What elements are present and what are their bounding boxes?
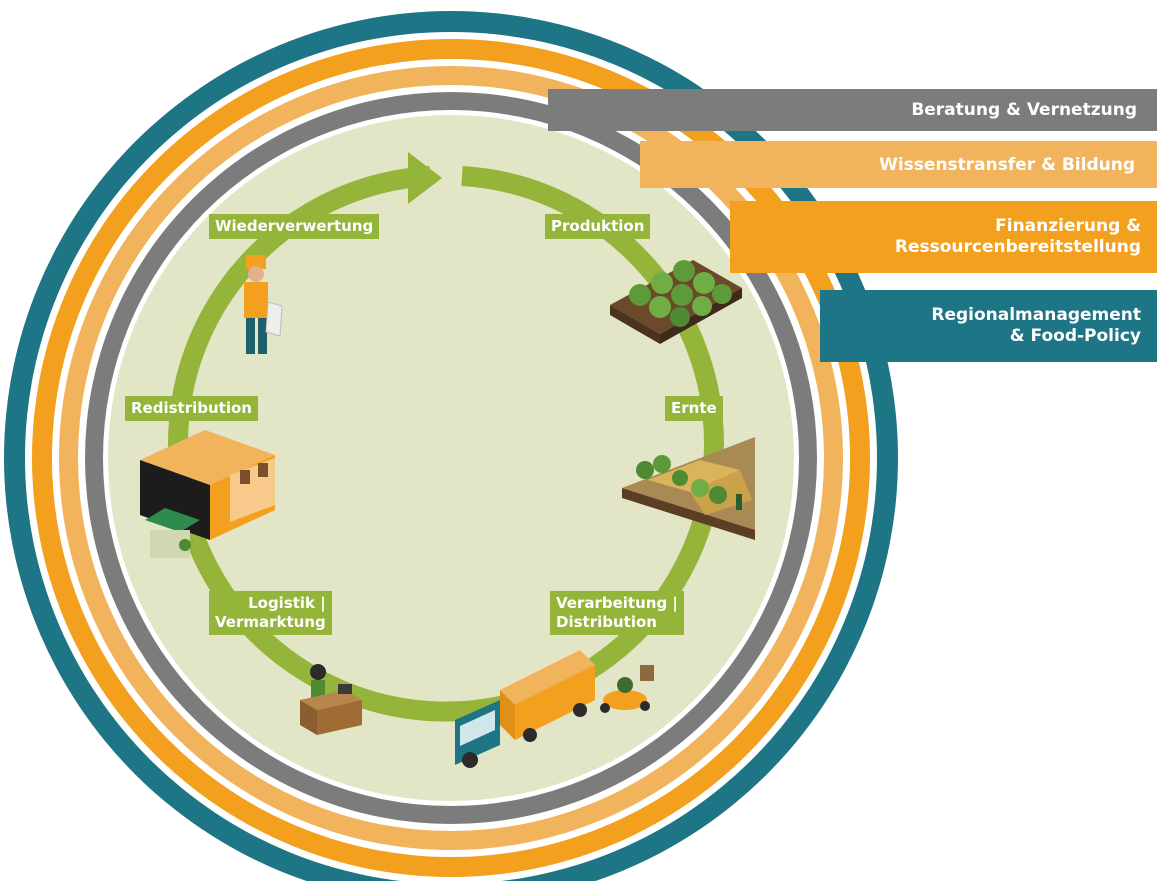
stage-label-line: Verarbeitung | [556,594,678,612]
truck-and-scooter-icon [455,650,654,768]
band-label-line: Regionalmanagement [931,305,1141,325]
cycle-arrowhead [408,152,442,204]
band-finanzierung: Finanzierung & Ressourcenbereitstellung [730,201,1157,273]
stage-label-line: Produktion [551,217,645,235]
stage-label-ernte: Ernte [665,396,723,421]
stage-label-line: Logistik | [248,594,326,612]
stage-label-produktion: Produktion [545,214,651,239]
band-label-line: Beratung & Vernetzung [911,100,1137,120]
stage-label-logistik: Logistik | Vermarktung [209,591,332,635]
band-beratung-vernetzung: Beratung & Vernetzung [548,89,1157,131]
stage-label-wiederverwertung: Wiederverwertung [209,214,380,239]
stage-label-verarbeitung: Verarbeitung | Distribution [550,591,684,635]
harvest-field-icon [622,437,755,540]
band-label-line: Ressourcenbereitstellung [894,237,1141,257]
band-label-line: & Food-Policy [1009,326,1141,346]
stage-label-line: Redistribution [131,399,252,417]
stage-label-line: Vermarktung [215,613,326,631]
person-with-bag-icon [244,255,283,354]
band-label-line: Finanzierung & [995,216,1141,236]
band-wissenstransfer-bildung: Wissenstransfer & Bildung [640,141,1157,188]
cabbage-field-icon [610,260,742,344]
market-building-icon [140,430,275,558]
stage-label-line: Distribution [556,613,657,631]
stage-label-redistribution: Redistribution [125,396,258,421]
band-regionalmanagement: Regionalmanagement & Food-Policy [820,290,1157,362]
band-label-line: Wissenstransfer & Bildung [879,154,1135,175]
stage-label-line: Wiederverwertung [215,217,374,235]
office-desk-icon [300,664,362,735]
stage-label-line: Ernte [671,399,717,417]
